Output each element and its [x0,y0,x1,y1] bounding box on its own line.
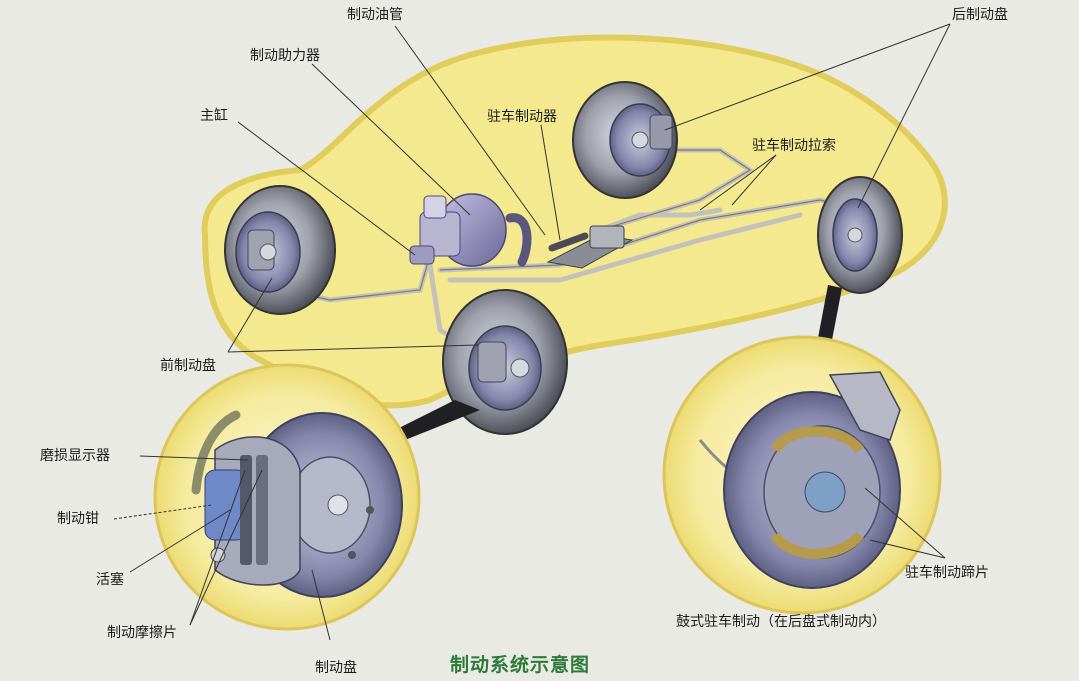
label-wear-indicator: 磨损显示器 [40,448,110,464]
label-brake-pads: 制动摩擦片 [107,625,177,641]
rear-right-wheel [817,176,903,294]
label-rear-disc: 后制动盘 [952,7,1008,23]
zoom-connector-front [395,400,480,440]
rear-left-wheel [572,81,678,199]
front-right-wheel [442,289,568,435]
label-brake-line: 制动油管 [347,7,403,23]
zoom-connector-rear [818,285,842,340]
front-left-wheel [224,185,336,315]
label-brake-booster: 制动助力器 [250,48,320,64]
rear-drum-parking-brake-detail [662,335,942,615]
label-front-disc: 前制动盘 [160,358,216,374]
label-parking-shoes: 驻车制动蹄片 [905,565,989,581]
label-piston: 活塞 [96,572,124,588]
master-cylinder-and-booster [409,193,532,267]
front-disc-brake-detail [153,363,421,631]
diagram-title: 制动系统示意图 [450,654,591,676]
leader-lines [113,23,951,641]
label-drum-parking: 鼓式驻车制动（在后盘式制动内） [676,614,886,630]
label-parking-cable: 驻车制动拉索 [752,138,836,154]
label-disc: 制动盘 [315,660,357,676]
label-parking-brake: 驻车制动器 [487,109,557,125]
parking-brake-lever [546,225,634,269]
label-caliper: 制动钳 [57,511,99,527]
label-master-cylinder: 主缸 [200,108,228,124]
